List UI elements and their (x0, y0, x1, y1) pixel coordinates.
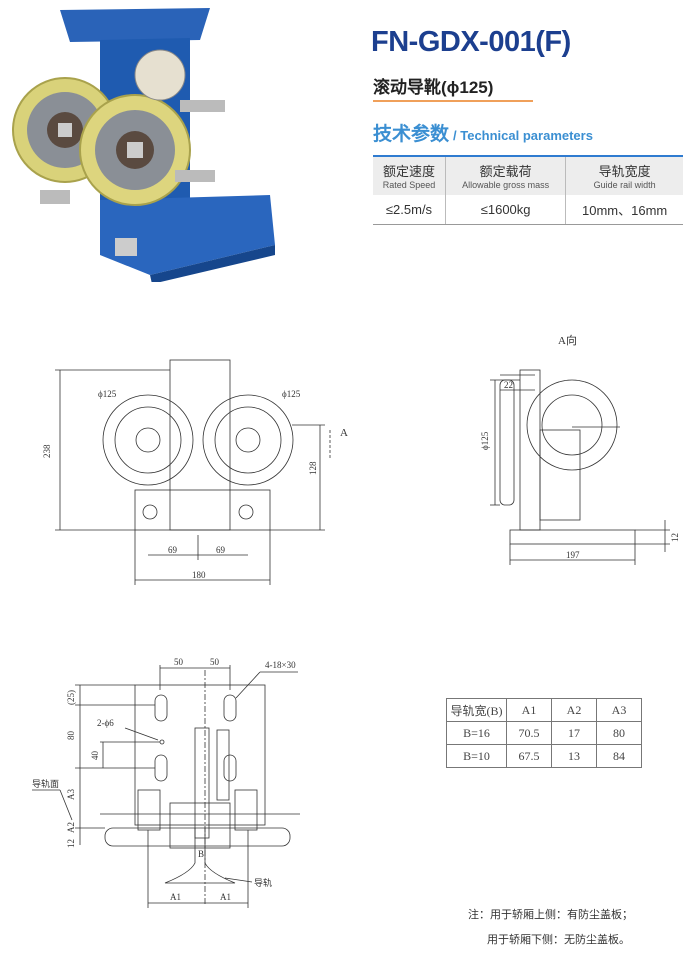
spec-value: ≤2.5m/s (373, 195, 446, 225)
dim-a1-right: A1 (220, 892, 231, 902)
dim-wheel: ϕ125 (480, 431, 490, 450)
dim-wheel-right: ϕ125 (282, 389, 301, 399)
section-title-en: / Technical parameters (453, 128, 593, 143)
cell: 67.5 (506, 744, 552, 768)
cell: 80 (596, 721, 642, 745)
bottom-view-drawing: 50 50 4-18×30 2-ϕ6 (25) 80 40 A3 A2 12 导… (32, 657, 300, 908)
dim-plate: 12 (670, 533, 680, 542)
base-plate (100, 195, 275, 275)
col-cn: 额定速度 (382, 164, 435, 179)
dim-wheel-left: ϕ125 (98, 389, 117, 399)
dim-slot-left: 50 (174, 657, 184, 667)
dim-half-left: 69 (168, 545, 178, 555)
note-line-1: 注：用于轿厢上侧：有防尘盖板； (468, 909, 633, 921)
dimension-table: 导轨宽(B) A1 A2 A3 B=16 70.5 17 80 B=10 67.… (446, 698, 642, 768)
dim-height-axle: 128 (308, 461, 318, 475)
col-en: Allowable gross mass (462, 180, 550, 190)
dim-a1-left: A1 (170, 892, 181, 902)
cell: 13 (551, 744, 597, 768)
label-rail-face: 导轨面 (32, 778, 59, 789)
section-heading: 技术参数/ Technical parameters (373, 119, 593, 146)
cell: B=16 (446, 721, 507, 745)
dim-table-row: B=10 67.5 13 84 (446, 744, 642, 768)
col-en: Rated Speed (382, 180, 436, 190)
front-view-drawing: ϕ125 ϕ125 A 238 128 69 69 180 (42, 359, 348, 585)
dim-table-header: 导轨宽(B) A1 A2 A3 (446, 698, 642, 722)
dim-table-row: B=16 70.5 17 80 (446, 721, 642, 745)
header-cell: A3 (596, 698, 642, 722)
top-plate (60, 8, 210, 42)
product-photo (12, 8, 275, 282)
header-cell: 导轨宽(B) (446, 698, 507, 722)
spec-value: ≤1600kg (444, 195, 566, 225)
cell: 17 (551, 721, 597, 745)
section-title-cn: 技术参数 (373, 124, 450, 145)
dim-80: 80 (66, 731, 76, 741)
header-cell: A1 (506, 698, 552, 722)
dim-b: B (198, 849, 204, 859)
view-label: A向 (558, 333, 577, 347)
dim-slot-right: 50 (210, 657, 220, 667)
dim-a2: A2 (66, 822, 76, 833)
header-cell: A2 (551, 698, 597, 722)
product-title: FN-GDX-001(F) (371, 26, 571, 58)
note-line-2: 用于轿厢下侧：无防尘盖板。 (487, 934, 630, 946)
spec-value: 10mm、16mm (565, 195, 683, 225)
bolt (180, 100, 225, 112)
dim-length: 197 (566, 550, 580, 560)
dim-width: 180 (192, 570, 206, 580)
col-cn: 额定载荷 (479, 164, 532, 179)
dim-height-total: 238 (42, 444, 52, 458)
cell: 84 (596, 744, 642, 768)
dim-40: 40 (90, 751, 100, 761)
dim-slots: 4-18×30 (265, 660, 296, 670)
dim-25: (25) (66, 690, 76, 705)
spec-value-row: ≤2.5m/s ≤1600kg 10mm、16mm (373, 195, 683, 225)
dim-12: 12 (66, 839, 76, 848)
dim-top: 22 (504, 380, 513, 390)
product-subtitle: 滚动导靴(ϕ125) (373, 78, 494, 97)
divider (373, 100, 533, 102)
label-rail: 导轨 (254, 877, 272, 888)
cell: B=10 (446, 744, 507, 768)
dim-half-right: 69 (216, 545, 226, 555)
wheel-right (79, 94, 191, 206)
dim-a3: A3 (66, 789, 76, 800)
col-en: Guide rail width (593, 180, 656, 190)
dim-holes: 2-ϕ6 (97, 718, 114, 728)
side-view-drawing: A向 22 ϕ125 12 197 (480, 333, 680, 565)
col-cn: 导轨宽度 (598, 164, 651, 179)
cell: 70.5 (506, 721, 552, 745)
view-arrow-label: A (340, 427, 348, 439)
